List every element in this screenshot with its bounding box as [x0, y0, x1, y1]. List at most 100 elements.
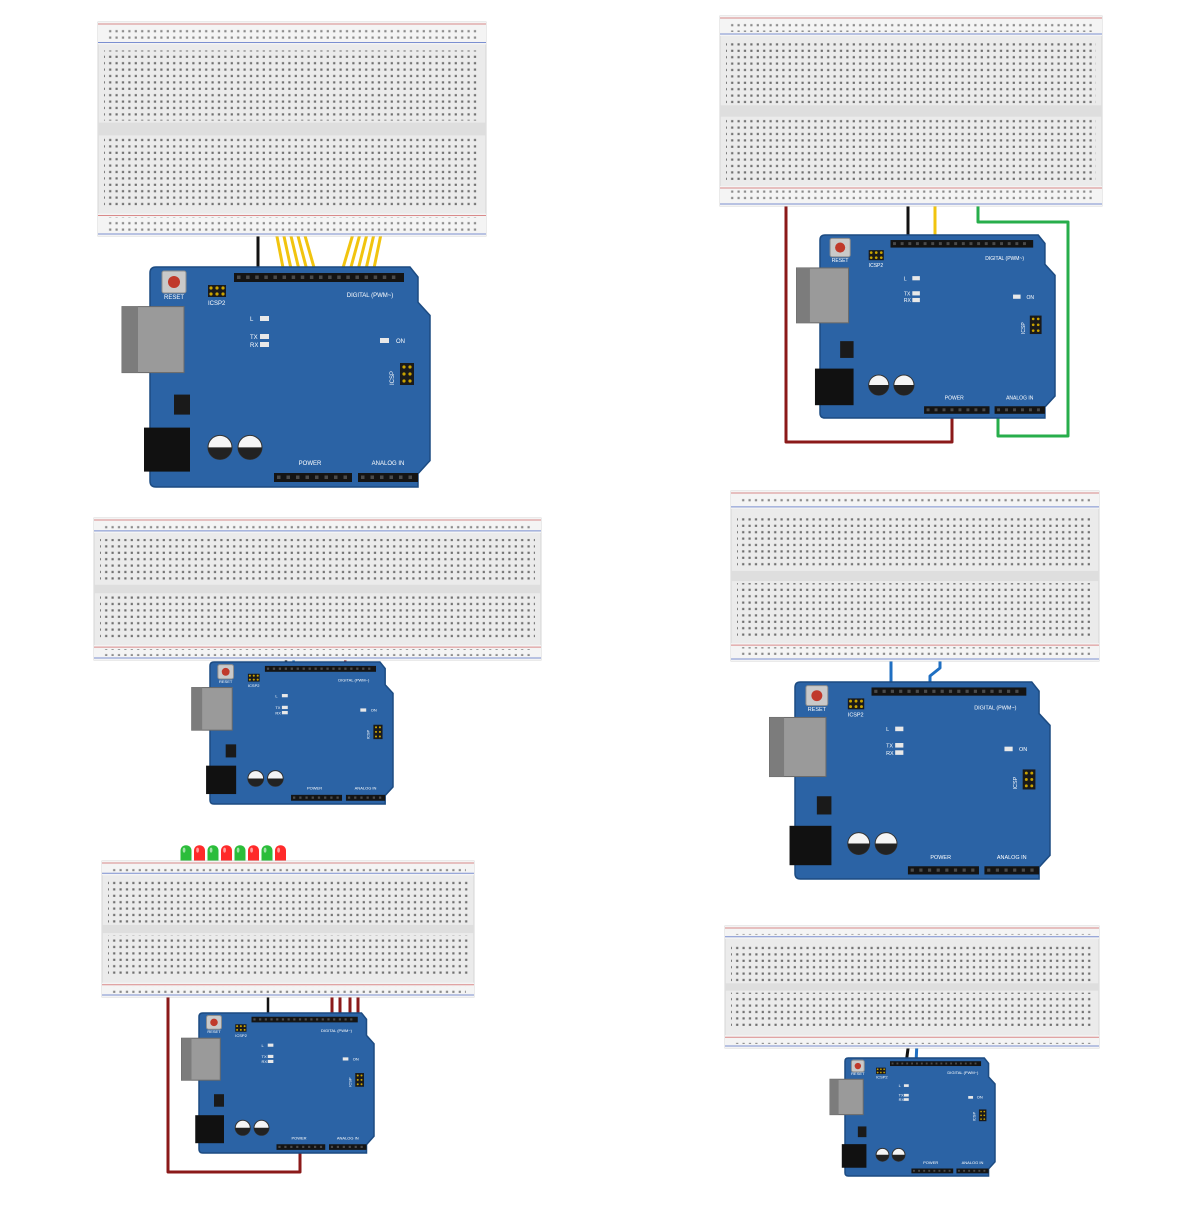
power-pin: [933, 1169, 936, 1172]
analog-pin: [408, 475, 412, 479]
digital-pin: [891, 1062, 894, 1065]
led-dome: [261, 845, 273, 857]
digital-pin: [1023, 242, 1026, 246]
power-pin: [296, 1145, 299, 1148]
power-pin: [343, 475, 347, 479]
power-header: [276, 1144, 326, 1150]
analog-pin: [378, 796, 382, 799]
icsp-header: [400, 363, 414, 385]
analog-pin: [372, 796, 376, 799]
tx-indicator: [260, 334, 269, 339]
analog-pin: [1005, 408, 1008, 412]
led-dome: [221, 845, 232, 857]
digital-pin: [932, 689, 936, 693]
capacitor-band: [868, 385, 889, 396]
digital-pin: [916, 1062, 918, 1065]
icsp-label: ICSP: [348, 1077, 353, 1087]
header-pin: [880, 1071, 882, 1074]
digital-pin: [326, 667, 329, 670]
digital-pin: [368, 667, 371, 670]
terminal-strip-upper: [731, 944, 1093, 982]
digital-pin: [320, 667, 323, 670]
analog-label: ANALOG IN: [337, 1135, 359, 1140]
icsp2-header: [876, 1067, 886, 1075]
power-pin: [958, 408, 962, 412]
icsp-header: [1029, 315, 1042, 335]
power-pin: [324, 796, 327, 799]
header-pin: [360, 1078, 363, 1081]
tx-label: TX: [275, 705, 280, 710]
voltage-regulator: [857, 1126, 867, 1138]
rail-holes-top: [106, 26, 478, 41]
reset-button-cap[interactable]: [854, 1062, 862, 1070]
icsp2-label: ICSP2: [869, 263, 884, 269]
reset-button-cap[interactable]: [210, 1018, 218, 1027]
power-pin: [290, 1145, 293, 1148]
on-indicator: [1004, 746, 1013, 752]
led-highlight: [209, 847, 213, 853]
digital-pin: [237, 275, 241, 279]
power-pin: [971, 868, 975, 872]
analog-pin: [1028, 408, 1032, 412]
header-pin: [1036, 329, 1040, 333]
on-indicator: [968, 1096, 974, 1099]
led-dome: [194, 845, 205, 857]
rx-label: RX: [904, 298, 912, 304]
header-pin: [408, 379, 412, 383]
centre-channel: [731, 570, 1099, 582]
rail-holes-top: [739, 495, 1091, 505]
power-pin: [928, 1169, 931, 1172]
digital-pin: [321, 1018, 324, 1021]
terminal-strip-upper: [726, 41, 1096, 104]
power-pin: [286, 475, 290, 479]
rail-holes-bottom: [110, 986, 466, 993]
analog-header: [329, 1144, 367, 1150]
reset-button-cap[interactable]: [835, 242, 846, 253]
red-wire: [166, 983, 302, 1174]
reset-button-cap[interactable]: [168, 276, 180, 288]
tx-label: TX: [262, 1054, 267, 1059]
digital-pin: [977, 242, 981, 246]
power-pin: [942, 408, 946, 412]
power-jack: [841, 1144, 867, 1168]
digital-pin: [264, 275, 268, 279]
power-pin: [308, 1145, 311, 1148]
analog-pin: [389, 475, 393, 479]
reset-button-cap[interactable]: [811, 690, 823, 702]
rail-holes-bottom: [733, 1039, 1091, 1044]
arduino-board: [819, 234, 1056, 419]
header-pin: [1024, 777, 1028, 781]
analog-pin: [360, 1145, 363, 1148]
rail-holes-top: [728, 20, 1094, 32]
capacitor-band: [893, 385, 914, 396]
rail-holes-bottom: [102, 649, 533, 656]
header-pin: [880, 1068, 882, 1071]
header-pin: [256, 678, 259, 681]
analog-pin: [336, 1145, 339, 1148]
on-indicator: [380, 338, 389, 343]
header-pin: [854, 699, 858, 703]
power-header: [907, 866, 979, 875]
header-pin: [356, 1078, 359, 1081]
digital-pin: [908, 242, 912, 246]
digital-pin: [935, 1062, 938, 1065]
digital-label: DIGITAL (PWM~): [347, 293, 394, 299]
analog-label: ANALOG IN: [355, 786, 377, 791]
icsp2-label: ICSP2: [235, 1033, 247, 1038]
digital-pin: [940, 1062, 943, 1065]
header-pin: [1030, 771, 1034, 775]
analog-pin: [987, 868, 991, 872]
reset-button-cap[interactable]: [221, 667, 230, 676]
digital-pin: [1007, 242, 1011, 246]
terminal-strip-lower: [726, 118, 1096, 181]
header-pin: [243, 1028, 246, 1031]
power-label: POWER: [299, 461, 322, 467]
tx-indicator: [281, 705, 288, 710]
digital-pin: [272, 667, 276, 670]
digital-pin: [965, 689, 969, 693]
digital-pin: [940, 689, 944, 693]
digital-pin: [300, 275, 305, 279]
digital-pin: [316, 1018, 319, 1021]
power-pin: [315, 475, 319, 479]
